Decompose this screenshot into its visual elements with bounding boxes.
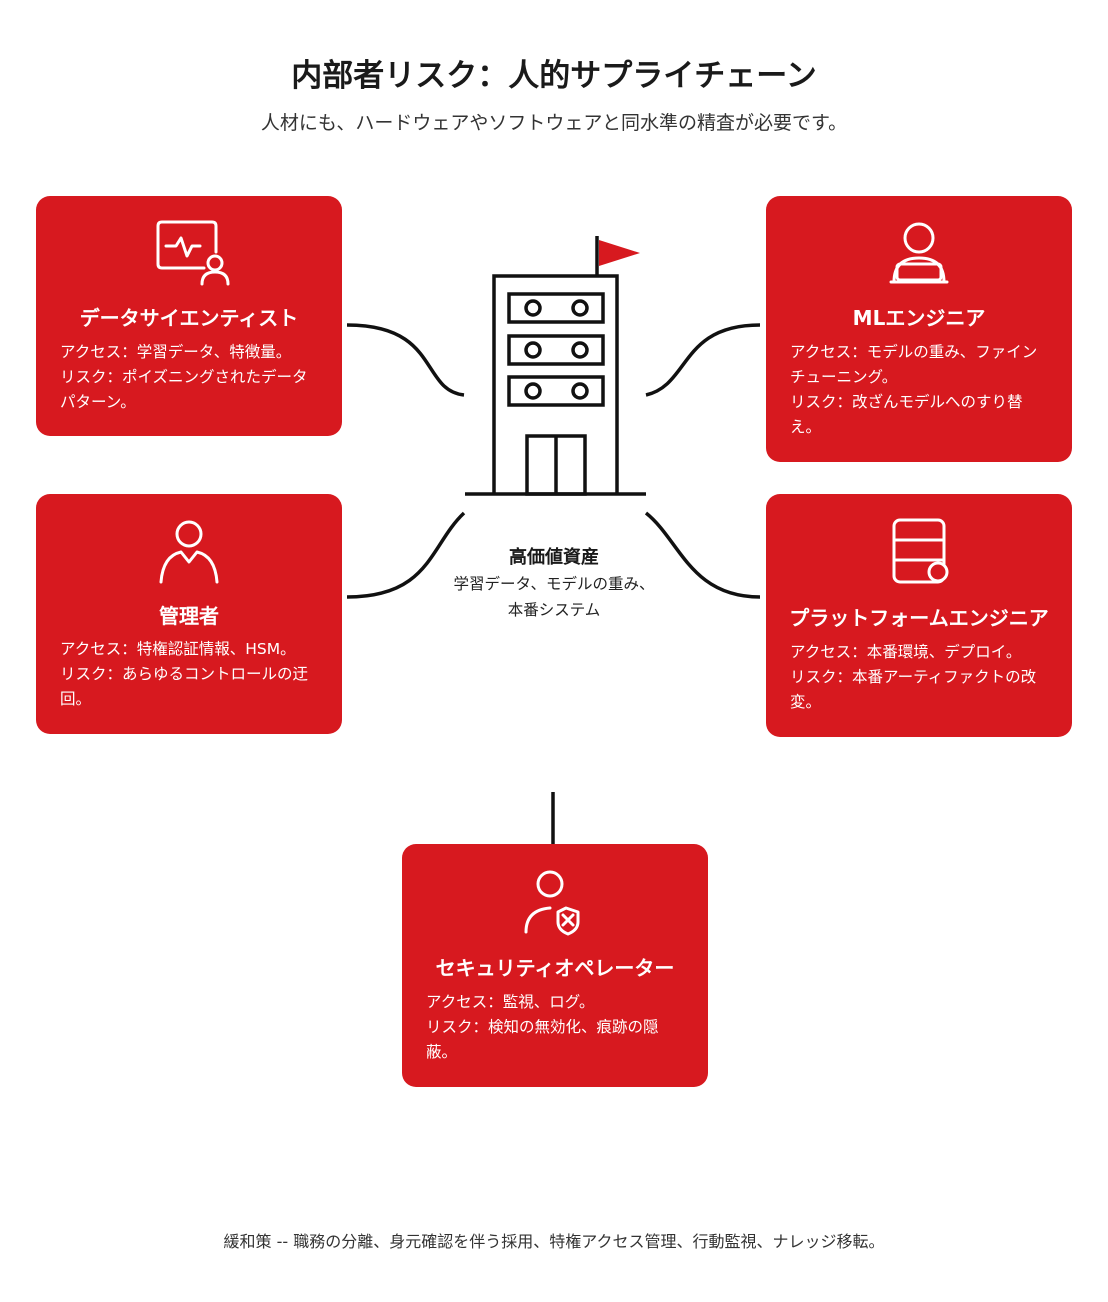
connector-administrator [346,511,466,599]
connector-data-scientist [346,323,465,397]
role-access: アクセス：監視、ログ。 [426,993,595,1011]
monitor-person-icon [36,216,342,290]
role-title: MLエンジニア [852,306,986,330]
role-risk-cont: 蔽。 [426,1043,458,1061]
role-description: アクセス：学習データ、特徴量。 リスク：ポイズニングされたデータ パターン。 [60,340,322,415]
role-risk-cont: パターン。 [60,393,136,411]
role-access: アクセス：モデルの重み、ファイン [790,343,1038,361]
page-subtitle: 人材にも、ハードウェアやソフトウェアと同水準の精査が必要です。 [260,112,848,134]
role-description: アクセス：モデルの重み、ファイン チューニング。 リスク：改ざんモデルへのすり替… [790,340,1052,440]
connector-ml-engineer [645,323,761,397]
role-description: アクセス：特権認証情報、HSM。 リスク：あらゆるコントロールの迂 回。 [60,637,322,712]
server-gear-icon [766,516,1072,590]
person-icon [36,516,342,590]
flag-icon [599,240,640,266]
role-access: アクセス：学習データ、特徴量。 [60,343,292,361]
connector-platform-engineer [644,511,761,599]
person-shield-icon [402,866,708,940]
asset-title: 高価値資産 [509,547,599,568]
asset-subtitle-line2: 本番システム [507,601,601,619]
role-access: アクセス：特権認証情報、HSM。 [60,640,296,658]
role-title: プラットフォームエンジニア [789,606,1049,630]
role-access: アクセス：本番環境、デプロイ。 [790,643,1022,661]
role-risk: リスク：ポイズニングされたデータ [60,368,308,386]
role-title: データサイエンティスト [79,306,299,330]
role-description: アクセス：本番環境、デプロイ。 リスク：本番アーティファクトの改 変。 [790,640,1052,715]
card-data-scientist: データサイエンティスト アクセス：学習データ、特徴量。 リスク：ポイズニングされ… [36,196,342,436]
page-title: 内部者リスク：人的サプライチェーン [291,58,817,94]
role-title: 管理者 [159,604,219,628]
asset-subtitle-line1: 学習データ、モデルの重み、 [453,575,655,593]
card-ml-engineer: MLエンジニア アクセス：モデルの重み、ファイン チューニング。 リスク：改ざん… [766,196,1072,462]
role-risk-cont: 変。 [790,693,822,711]
asset-subtitle: 学習データ、モデルの重み、 本番システム [404,571,704,623]
role-title: セキュリティオペレーター [435,956,675,980]
card-administrator: 管理者 アクセス：特権認証情報、HSM。 リスク：あらゆるコントロールの迂 回。 [36,494,342,734]
card-security-operator: セキュリティオペレーター アクセス：監視、ログ。 リスク：検知の無効化、痕跡の隠… [402,844,708,1087]
mitigation-note: 緩和策 -- 職務の分離、身元確認を伴う採用、特権アクセス管理、行動監視、ナレッ… [223,1232,885,1251]
person-laptop-icon [766,218,1072,292]
role-description: アクセス：監視、ログ。 リスク：検知の無効化、痕跡の隠 蔽。 [426,990,688,1065]
role-risk: リスク：検知の無効化、痕跡の隠 [426,1018,659,1036]
role-risk: リスク：あらゆるコントロールの迂 [60,665,309,683]
role-access-cont: チューニング。 [790,368,898,386]
role-risk: リスク：改ざんモデルへのすり替 [790,393,1023,411]
card-platform-engineer: プラットフォームエンジニア アクセス：本番環境、デプロイ。 リスク：本番アーティ… [766,494,1072,737]
role-risk-cont: え。 [790,418,822,436]
asset-label: 高価値資産 学習データ、モデルの重み、 本番システム [404,543,704,623]
role-risk-cont: 回。 [60,690,92,708]
role-risk: リスク：本番アーティファクトの改 [790,668,1037,686]
